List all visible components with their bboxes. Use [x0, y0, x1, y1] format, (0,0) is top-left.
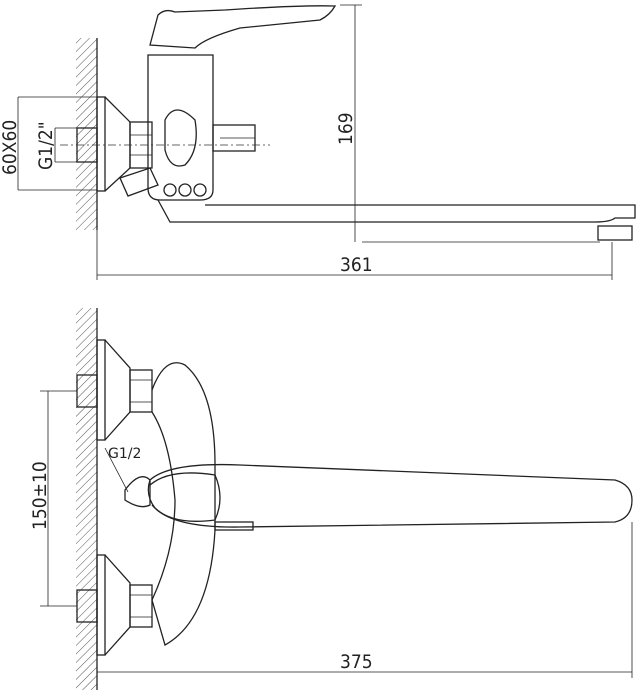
aerator — [214, 521, 254, 531]
wall-hatch — [76, 38, 97, 230]
length-label: 361 — [340, 254, 373, 276]
wall-hatch — [76, 308, 97, 690]
dim-center-distance: 150±10 — [29, 390, 77, 607]
dim-length: 361 — [96, 230, 613, 280]
mixer-body — [151, 362, 216, 646]
dim-thread: G1/2 — [104, 446, 141, 493]
spout — [157, 199, 636, 241]
center-distance-label: 150±10 — [29, 461, 51, 530]
inlet-thread-label: G1/2" — [35, 121, 57, 170]
dim-height: 169 — [335, 4, 600, 243]
thread-fitting — [124, 476, 151, 508]
flange-size-label: 60X60 — [0, 120, 21, 175]
length-label: 375 — [340, 651, 373, 673]
dim-inlet-thread: G1/2" — [35, 121, 77, 170]
lower-inlet — [76, 554, 153, 656]
dim-flange: 60X60 — [0, 96, 97, 191]
hex-nut — [119, 121, 159, 197]
thread-label: G1/2 — [108, 446, 141, 462]
dim-length: 375 — [97, 522, 633, 678]
height-label: 169 — [335, 112, 357, 145]
side-view: 60X60 G1/2" 169 361 — [0, 4, 636, 280]
handle-spout — [147, 463, 633, 528]
lever-handle — [149, 5, 337, 49]
front-view: G1/2 150±10 375 — [29, 308, 633, 690]
upper-inlet — [76, 339, 153, 441]
mixer-body — [147, 54, 256, 201]
